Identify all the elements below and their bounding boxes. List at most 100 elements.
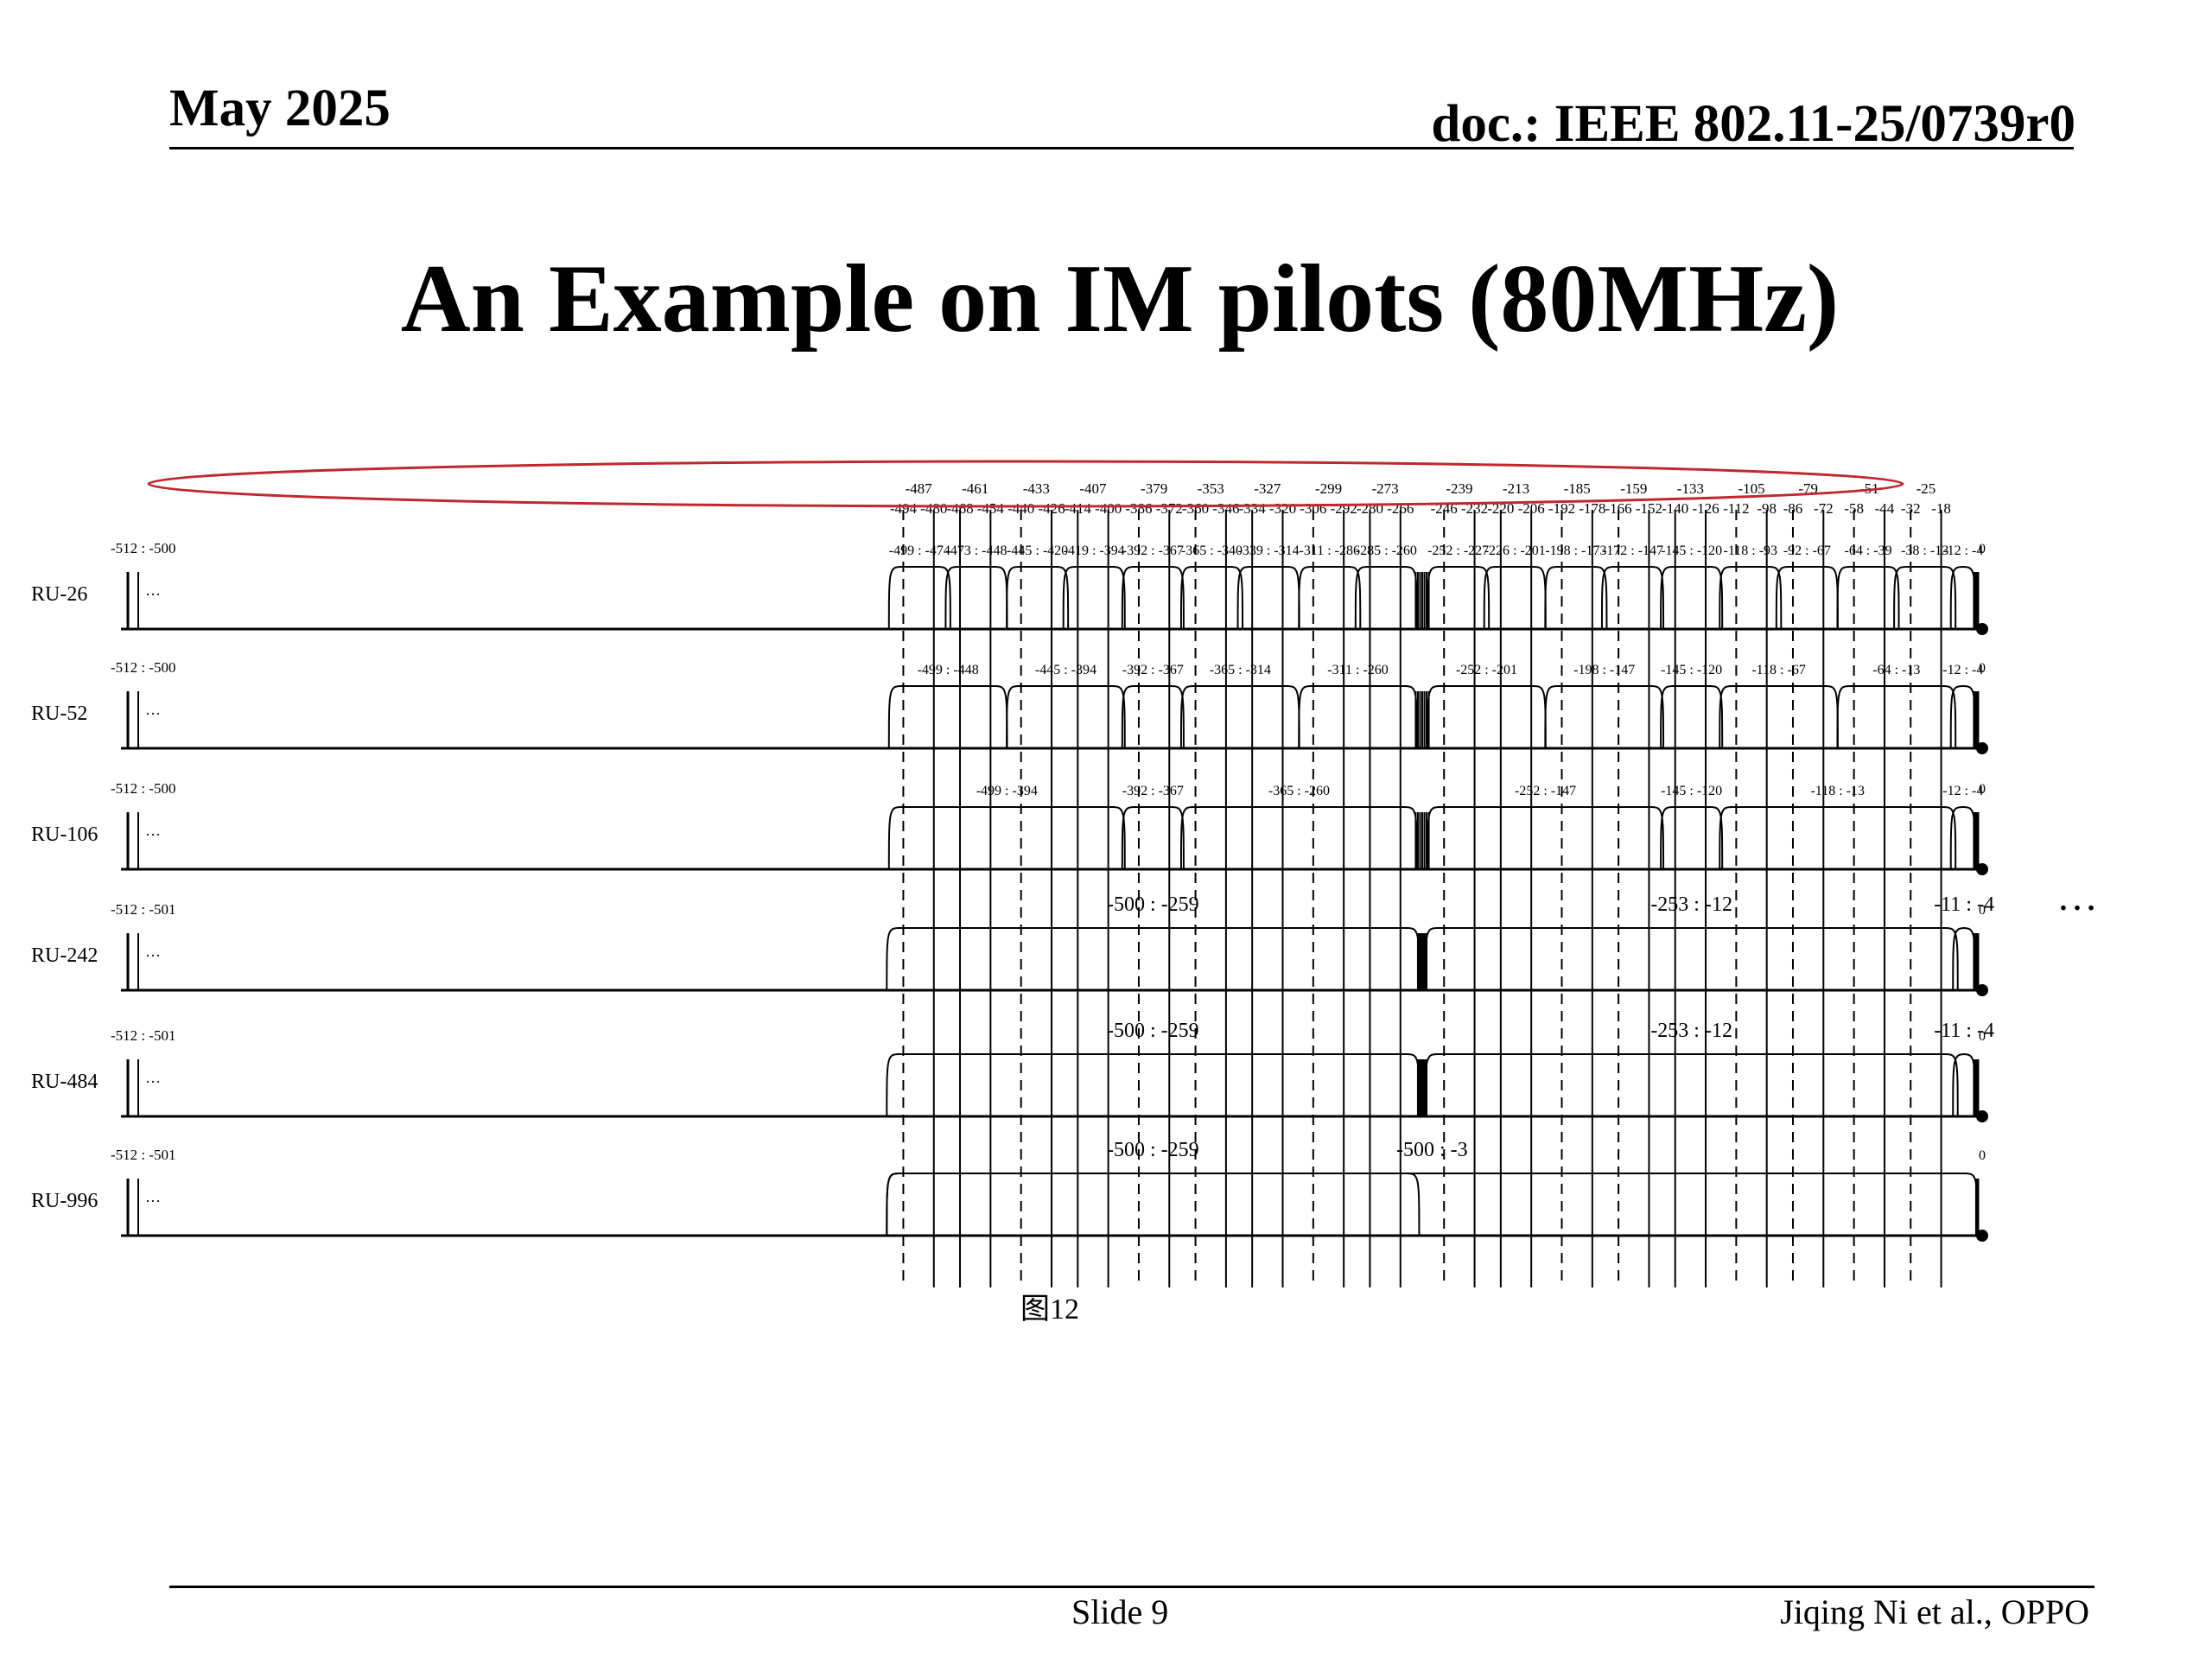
ru-shape bbox=[887, 806, 1126, 870]
dc-dot bbox=[1976, 984, 1988, 996]
pilot-highlight-ellipse bbox=[147, 460, 1904, 508]
pilot-label: -379 bbox=[1141, 480, 1167, 497]
ru-rows: RU-26 -512 : -500 ··· 0 -499 : -474-473 : -4… bbox=[31, 540, 1994, 1242]
ru-range-label: -253 : -12 bbox=[1650, 893, 1732, 916]
ru-range-label: -38 : -13 bbox=[1901, 543, 1948, 558]
ru-shape bbox=[887, 566, 951, 630]
ru-shape bbox=[1179, 566, 1244, 630]
pilot-pair-label: -72 bbox=[1814, 500, 1834, 517]
ru-range-label: -118 : -13 bbox=[1810, 784, 1865, 798]
pilot-pair-label: -360 bbox=[1182, 500, 1209, 517]
ru-range-label: -118 : -93 bbox=[1724, 543, 1778, 558]
pilot-pair-label: -220 bbox=[1487, 500, 1514, 517]
dc-label: 0 bbox=[1979, 1029, 1986, 1044]
pilot-label: -273 bbox=[1372, 480, 1399, 497]
pilot-label: -25 bbox=[1916, 480, 1936, 497]
pilot-label: -185 bbox=[1564, 480, 1591, 497]
ru-range-label: -252 : -201 bbox=[1456, 663, 1517, 677]
ru-shape bbox=[1836, 566, 1900, 630]
ru-range-label: -392 : -367 bbox=[1122, 543, 1184, 558]
pilot-pair-label: -426 bbox=[1038, 500, 1065, 517]
ru-range-label: -365 : -260 bbox=[1268, 784, 1330, 798]
ru-range-label: -473 : -448 bbox=[945, 543, 1007, 558]
ru-range-label: -499 : -394 bbox=[976, 784, 1038, 798]
pilot-pair-label: -292 bbox=[1331, 500, 1357, 517]
ru-shape bbox=[1544, 566, 1608, 630]
guard-dots: ··· bbox=[145, 947, 161, 964]
dc-dot bbox=[1976, 1110, 1988, 1122]
pilot-pair-label: -206 bbox=[1518, 500, 1545, 517]
pilot-pair-label: -372 bbox=[1156, 500, 1183, 517]
pilot-pair-label: -494 bbox=[890, 500, 918, 517]
ru-shape bbox=[1427, 685, 1547, 749]
ru-row-ru-242: RU-242-512 : -501···0-500 : -259-253 : -… bbox=[31, 893, 1994, 996]
pilot-pair-label: -18 bbox=[1931, 500, 1951, 517]
dc-label: 0 bbox=[1979, 542, 1986, 556]
pilot-pair-label: -346 bbox=[1212, 500, 1239, 517]
ru-range-label: -392 : -367 bbox=[1122, 663, 1184, 677]
ru-shape bbox=[1836, 685, 1957, 749]
pilot-label: -105 bbox=[1738, 480, 1764, 497]
figure-caption: 图12 bbox=[1020, 1294, 1079, 1325]
ru-range-label: -92 : -67 bbox=[1783, 543, 1831, 558]
pilot-label: -433 bbox=[1023, 480, 1050, 497]
ru-range-label: -64 : -13 bbox=[1872, 663, 1920, 677]
dc-label: 0 bbox=[1979, 782, 1986, 797]
pilot-label: -213 bbox=[1503, 480, 1529, 497]
im-pilots-diagram: RU-26 -512 : -500 ··· 0 -499 : -474-473 : -4… bbox=[31, 460, 1994, 1325]
ru-range-label: -339 : -314 bbox=[1238, 543, 1300, 558]
pilot-pair-label: -454 bbox=[977, 500, 1005, 517]
footer-author: Jiqing Ni et al., OPPO bbox=[1780, 1592, 2089, 1631]
pilot-pair-label: -44 bbox=[1875, 500, 1895, 517]
ru-shape bbox=[1006, 685, 1126, 749]
ru-shape bbox=[1893, 566, 1957, 630]
ru-range-label: -253 : -12 bbox=[1650, 1020, 1732, 1042]
guard-dots: ··· bbox=[145, 1192, 161, 1210]
pilot-guide-lines bbox=[902, 510, 1942, 1287]
ru-shape bbox=[886, 1173, 1979, 1236]
pilot-pair-label: -58 bbox=[1844, 500, 1864, 517]
row-label: RU-106 bbox=[31, 823, 98, 846]
pilot-label: -461 bbox=[962, 480, 988, 497]
ru-range-label: -145 : -120 bbox=[1661, 543, 1722, 558]
ru-shape bbox=[886, 927, 1421, 991]
row-label: RU-26 bbox=[31, 583, 87, 606]
ru-shape bbox=[944, 566, 1008, 630]
ru-shape bbox=[886, 1053, 1421, 1117]
pilot-pair-label: -166 bbox=[1605, 500, 1632, 517]
pilot-pair-label: -400 bbox=[1095, 500, 1122, 517]
ru-row-ru-52: RU-52-512 : -500···0-499 : -448-445 : -3… bbox=[31, 659, 1988, 754]
row-label: RU-996 bbox=[31, 1190, 98, 1212]
ru-row-ru-106: RU-106-512 : -500···0-499 : -394-392 : -… bbox=[31, 780, 1988, 875]
pilot-pair-label: -266 bbox=[1387, 500, 1414, 517]
dc-dot bbox=[1976, 1230, 1988, 1242]
ru-shape bbox=[1424, 927, 1959, 991]
ru-shape bbox=[1121, 566, 1185, 630]
row-label: RU-52 bbox=[31, 702, 87, 725]
ru-range-label: -499 : -474 bbox=[889, 543, 950, 558]
pilot-pair-label: -320 bbox=[1269, 500, 1296, 517]
pilot-pair-label: -386 bbox=[1125, 500, 1152, 517]
ru-shape bbox=[1121, 685, 1185, 749]
ru-range-label: -500 : -259 bbox=[1107, 893, 1199, 916]
ru-shape bbox=[1298, 685, 1418, 749]
ru-shape bbox=[1660, 566, 1724, 630]
guard-dots: ··· bbox=[145, 705, 161, 722]
edge-guard-label: -512 : -500 bbox=[111, 780, 176, 797]
ru-shape bbox=[1660, 685, 1724, 749]
ru-shape bbox=[1236, 566, 1300, 630]
pilot-pair-label: -440 bbox=[1007, 500, 1034, 517]
ru-range-label: -311 : -286 bbox=[1299, 543, 1360, 558]
pilot-pair-label: -112 bbox=[1723, 500, 1750, 517]
pilot-label: -133 bbox=[1677, 480, 1704, 497]
pilot-label: -487 bbox=[906, 480, 933, 497]
dc-label: 0 bbox=[1979, 903, 1986, 918]
guard-dots: ··· bbox=[145, 1073, 161, 1090]
ru-shape bbox=[1062, 566, 1126, 630]
dc-dot bbox=[1976, 623, 1988, 635]
ru-shape bbox=[1600, 566, 1665, 630]
pilot-label: -159 bbox=[1620, 480, 1647, 497]
ru-range-label: -198 : -147 bbox=[1573, 663, 1635, 677]
pilot-pair-label: -414 bbox=[1065, 500, 1092, 517]
edge-guard-label: -512 : -500 bbox=[111, 540, 176, 556]
